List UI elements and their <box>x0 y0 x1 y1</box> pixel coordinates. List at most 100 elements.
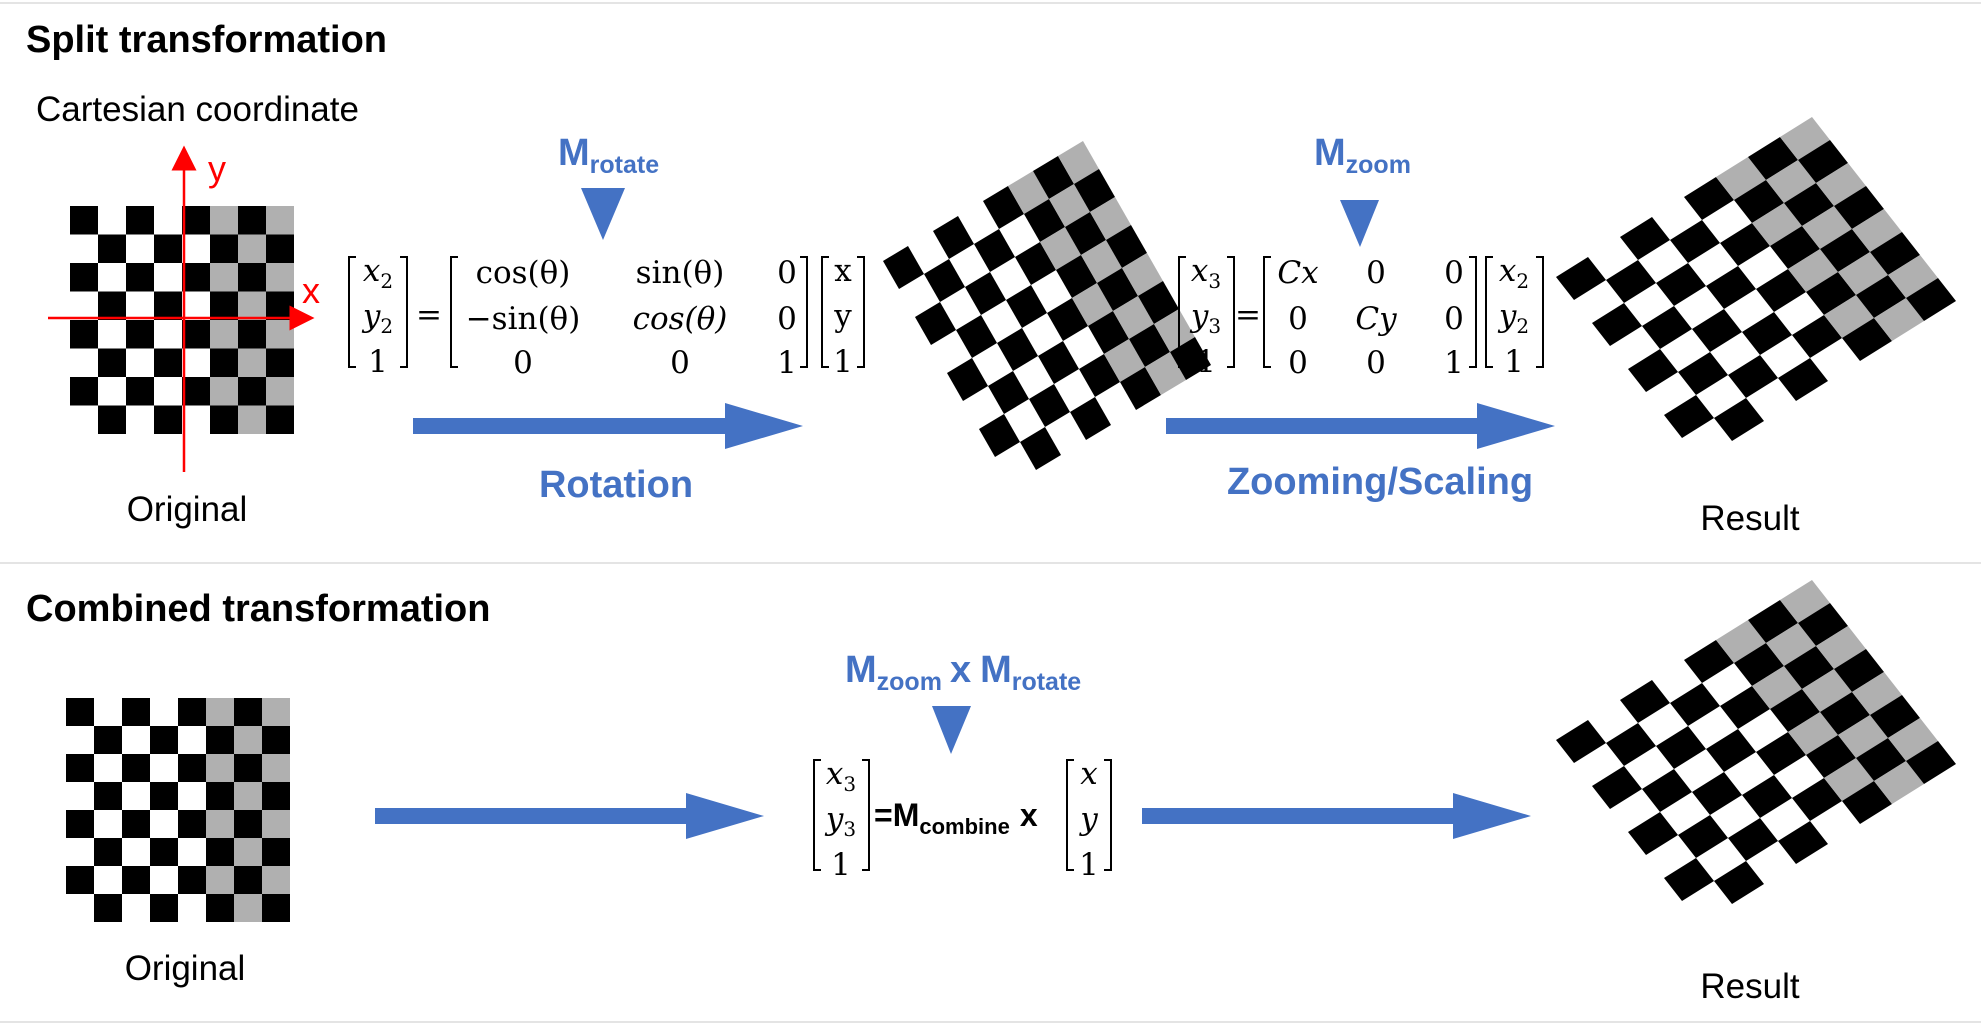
checker-square <box>262 894 290 922</box>
checker-square <box>98 291 126 320</box>
m-rotate-label: Mrotate <box>558 132 659 179</box>
checker-square <box>997 328 1038 371</box>
checker-square <box>206 782 234 810</box>
checker-square <box>70 263 98 292</box>
checker-square <box>94 726 122 754</box>
checker-square <box>206 838 234 866</box>
rotation-rhs-vector: x y 1 <box>821 253 865 380</box>
checker-square <box>66 810 94 838</box>
split-result-label: Result <box>1700 499 1799 538</box>
checker-square <box>206 810 234 838</box>
combined-arrow-right <box>1142 793 1531 839</box>
split-result-checkerboard <box>1556 117 1956 441</box>
checker-square <box>238 206 266 235</box>
checker-square <box>1748 600 1798 643</box>
zoom-equals: = <box>1235 297 1261 333</box>
checker-square <box>933 216 974 259</box>
checker-square <box>1692 309 1742 352</box>
checker-square <box>1824 295 1874 338</box>
checker-square <box>1664 395 1714 438</box>
checker-square <box>266 206 294 235</box>
checker-square <box>70 206 98 235</box>
checker-square <box>98 348 126 377</box>
checker-square <box>1752 666 1802 709</box>
svg-text:1: 1 <box>368 344 388 380</box>
checker-square <box>1856 738 1906 781</box>
checker-square <box>122 866 150 894</box>
checker-square <box>262 810 290 838</box>
checker-square <box>206 866 234 894</box>
checker-square <box>1888 255 1938 298</box>
checker-square <box>1770 689 1820 732</box>
checker-square <box>234 698 262 726</box>
checker-square <box>1072 283 1113 326</box>
checker-square <box>1906 741 1956 784</box>
split-original-label: Original <box>127 490 248 529</box>
svg-text:1: 1 <box>833 344 853 380</box>
checker-square <box>1692 772 1742 815</box>
checker-square <box>234 838 262 866</box>
checker-square <box>1129 324 1170 367</box>
svg-text:y: y <box>1078 801 1098 837</box>
checker-square <box>1606 260 1656 303</box>
checker-square <box>1049 184 1090 227</box>
zoom-arrow <box>1166 403 1555 449</box>
rotation-equation: x2 y2 1 = cos(θ) sin(θ) 0 −sin(θ) cos(θ)… <box>348 253 865 381</box>
checker-square <box>1120 367 1161 410</box>
svg-text:Cy: Cy <box>1355 301 1397 337</box>
checker-square <box>1778 358 1828 401</box>
svg-text:y3: y3 <box>824 801 856 841</box>
checker-square <box>924 259 965 302</box>
checker-square <box>1834 186 1884 229</box>
svg-text:0: 0 <box>513 345 533 381</box>
zoom-equation: x3 y3 1 = Cx 0 0 0 Cy 0 0 0 1 x2 y2 1 <box>1178 253 1544 381</box>
checker-square <box>238 234 266 263</box>
checker-square <box>150 782 178 810</box>
checker-square <box>1874 298 1924 341</box>
svg-text:1: 1 <box>777 345 797 381</box>
checker-square <box>1842 318 1892 361</box>
checker-square <box>1113 296 1154 339</box>
checker-square <box>154 234 182 263</box>
svg-text:sin(θ): sin(θ) <box>636 255 725 291</box>
checker-square <box>182 320 210 349</box>
checker-square <box>1742 312 1792 355</box>
zoom-matrix: Cx 0 0 0 Cy 0 0 0 1 <box>1263 255 1477 381</box>
svg-text:−sin(θ): −sin(θ) <box>466 301 581 337</box>
checker-square <box>126 263 154 292</box>
svg-text:x3: x3 <box>1191 253 1221 293</box>
checker-square <box>1024 199 1065 242</box>
checker-square <box>1079 354 1120 397</box>
checker-square <box>1766 160 1816 203</box>
combined-original-checkerboard <box>66 698 290 922</box>
checker-square <box>1820 692 1870 735</box>
checker-square <box>182 377 210 406</box>
checker-square <box>1784 183 1834 226</box>
checker-square <box>1752 203 1802 246</box>
rotation-lhs-vector: x2 y2 1 <box>348 253 408 380</box>
svg-text:1: 1 <box>1079 847 1099 883</box>
checker-square <box>1856 275 1906 318</box>
combined-result-label: Result <box>1700 967 1799 1006</box>
svg-text:y3: y3 <box>1189 298 1221 338</box>
checker-square <box>1684 177 1734 220</box>
checker-square <box>1798 140 1848 183</box>
checker-square <box>1006 285 1047 328</box>
svg-text:y2: y2 <box>361 298 393 338</box>
combined-result-checkerboard <box>1556 580 1956 904</box>
checker-square <box>262 866 290 894</box>
checker-square <box>66 866 94 894</box>
checker-square <box>1642 306 1692 349</box>
checker-square <box>1716 620 1766 663</box>
checker-square <box>947 358 988 401</box>
svg-text:0: 0 <box>1366 345 1386 381</box>
checker-square <box>1070 397 1111 440</box>
checker-square <box>178 810 206 838</box>
checker-square <box>206 754 234 782</box>
checker-square <box>154 291 182 320</box>
checker-square <box>988 371 1029 414</box>
checker-square <box>1038 341 1079 384</box>
